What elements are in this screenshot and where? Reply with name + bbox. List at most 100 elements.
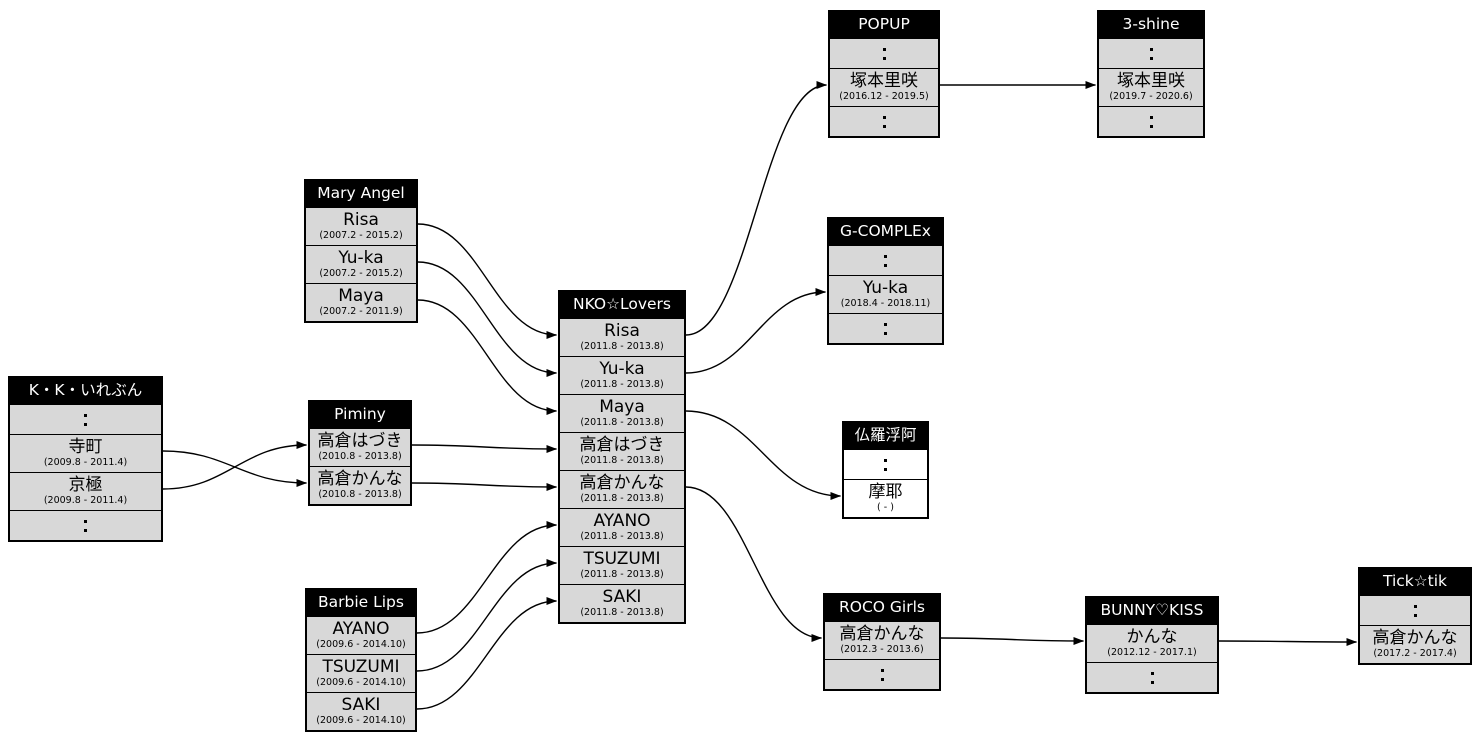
member-name: 摩耶: [868, 482, 903, 502]
edge-bunny_kiss-to-tick_tik: [1218, 637, 1357, 646]
member-row-nko_lovers-1: Yu-ka(2011.8 - 2013.8): [560, 356, 684, 394]
edge-barbie_lips-to-nko_lovers: [416, 597, 557, 710]
member-row-kk_eleven-1: 寺町(2009.8 - 2011.4): [10, 434, 161, 472]
member-row-kk_eleven-2: 京極(2009.8 - 2011.4): [10, 472, 161, 510]
member-dates: (2016.12 - 2019.5): [839, 91, 929, 102]
member-name: AYANO: [593, 511, 651, 531]
edge-barbie_lips-to-nko_lovers: [416, 559, 557, 672]
group-box-butsura_fua: 仏羅浮阿摩耶( - ): [842, 421, 929, 519]
edge-mary_angel-to-nko_lovers: [417, 223, 557, 339]
member-row-g_complex-1: Yu-ka(2018.4 - 2018.11): [829, 275, 942, 313]
ellipsis-row-kk_eleven-3: [10, 510, 161, 540]
member-row-nko_lovers-0: Risa(2011.8 - 2013.8): [560, 318, 684, 356]
member-dates: (2010.8 - 2013.8): [318, 451, 402, 462]
ellipsis-row-popup-2: [830, 106, 938, 136]
member-dates: (2007.2 - 2015.2): [319, 268, 403, 279]
member-name: 寺町: [68, 437, 103, 457]
ellipsis-dot: [1150, 680, 1154, 684]
edge-mary_angel-to-nko_lovers: [417, 299, 557, 415]
edge-nko_lovers-to-popup: [685, 81, 827, 336]
group-title-barbie_lips: Barbie Lips: [307, 590, 415, 616]
member-name: 高倉はづき: [579, 435, 665, 455]
member-name: SAKI: [602, 587, 642, 607]
ellipsis-row-tick_tik-0: [1360, 595, 1470, 625]
ellipsis-row-popup-0: [830, 38, 938, 68]
edge-nko_lovers-to-butsura_fua: [685, 410, 841, 500]
member-dates: (2011.8 - 2013.8): [580, 569, 664, 580]
member-name: TSUZUMI: [583, 549, 661, 569]
member-dates: (2011.8 - 2013.8): [580, 455, 664, 466]
group-title-tick_tik: Tick☆tik: [1360, 569, 1470, 595]
ellipsis-dot: [882, 56, 886, 60]
ellipsis-dot: [880, 677, 884, 681]
edge-kk_eleven-to-piminy: [162, 441, 307, 490]
member-name: 京極: [68, 475, 103, 495]
member-dates: (2007.2 - 2011.9): [319, 306, 403, 317]
group-title-piminy: Piminy: [310, 402, 410, 428]
ellipsis-dot: [880, 668, 884, 672]
group-box-tick_tik: Tick☆tik 高倉かんな(2017.2 - 2017.4): [1358, 567, 1472, 665]
ellipsis-dot: [1149, 47, 1153, 51]
member-dates: (2011.8 - 2013.8): [580, 341, 664, 352]
ellipsis-dot: [882, 47, 886, 51]
ellipsis-dot: [884, 322, 887, 326]
group-title-nko_lovers: NKO☆Lovers: [560, 292, 684, 318]
ellipsis-dot: [884, 263, 887, 267]
edge-piminy-to-nko_lovers: [411, 482, 557, 491]
member-name: 高倉かんな: [1372, 628, 1458, 648]
ellipsis-dot: [882, 124, 886, 128]
member-dates: (2009.6 - 2014.10): [316, 715, 406, 726]
member-row-barbie_lips-0: AYANO(2009.6 - 2014.10): [307, 616, 415, 654]
member-name: Maya: [338, 286, 384, 306]
member-row-roco_girls-0: 高倉かんな(2012.3 - 2013.6): [825, 621, 939, 659]
ellipsis-dot: [884, 331, 887, 335]
group-title-mary_angel: Mary Angel: [306, 181, 416, 207]
member-row-nko_lovers-4: 高倉かんな(2011.8 - 2013.8): [560, 470, 684, 508]
ellipsis-dot: [84, 422, 87, 426]
member-dates: (2019.7 - 2020.6): [1109, 91, 1193, 102]
group-title-roco_girls: ROCO Girls: [825, 595, 939, 621]
group-title-kk_eleven: K・K・いれぶん: [10, 378, 161, 404]
member-name: Yu-ka: [338, 248, 384, 268]
edge-barbie_lips-to-nko_lovers: [416, 521, 557, 634]
member-dates: (2012.12 - 2017.1): [1107, 647, 1197, 658]
member-dates: (2011.8 - 2013.8): [580, 417, 664, 428]
member-dates: (2017.2 - 2017.4): [1373, 648, 1457, 659]
group-title-three_shine: 3-shine: [1099, 12, 1203, 38]
member-dates: ( - ): [877, 502, 894, 513]
member-name: Maya: [599, 397, 645, 417]
ellipsis-row-three_shine-2: [1099, 106, 1203, 136]
member-name: AYANO: [332, 619, 390, 639]
member-row-mary_angel-0: Risa(2007.2 - 2015.2): [306, 207, 416, 245]
member-name: SAKI: [341, 695, 381, 715]
member-name: Risa: [604, 321, 640, 341]
edge-nko_lovers-to-roco_girls: [685, 486, 822, 642]
member-name: TSUZUMI: [322, 657, 400, 677]
group-box-kk_eleven: K・K・いれぶん寺町(2009.8 - 2011.4)京極(2009.8 - 2…: [8, 376, 163, 542]
member-dates: (2011.8 - 2013.8): [580, 493, 664, 504]
ellipsis-dot: [1149, 56, 1153, 60]
member-name: Yu-ka: [599, 359, 645, 379]
group-box-three_shine: 3-shine 塚本里咲(2019.7 - 2020.6): [1097, 10, 1205, 138]
member-row-piminy-1: 高倉かんな(2010.8 - 2013.8): [310, 466, 410, 504]
ellipsis-dot: [1413, 613, 1417, 617]
member-row-nko_lovers-7: SAKI(2011.8 - 2013.8): [560, 584, 684, 622]
member-dates: (2007.2 - 2015.2): [319, 230, 403, 241]
member-dates: (2011.8 - 2013.8): [580, 607, 664, 618]
member-row-three_shine-1: 塚本里咲(2019.7 - 2020.6): [1099, 68, 1203, 106]
member-row-tick_tik-1: 高倉かんな(2017.2 - 2017.4): [1360, 625, 1470, 663]
member-name: 塚本里咲: [850, 71, 918, 91]
member-row-nko_lovers-2: Maya(2011.8 - 2013.8): [560, 394, 684, 432]
ellipsis-dot: [84, 519, 87, 523]
member-name: Yu-ka: [862, 278, 909, 298]
group-title-bunny_kiss: BUNNY♡KISS: [1087, 598, 1217, 624]
member-dates: (2009.8 - 2011.4): [43, 457, 128, 468]
